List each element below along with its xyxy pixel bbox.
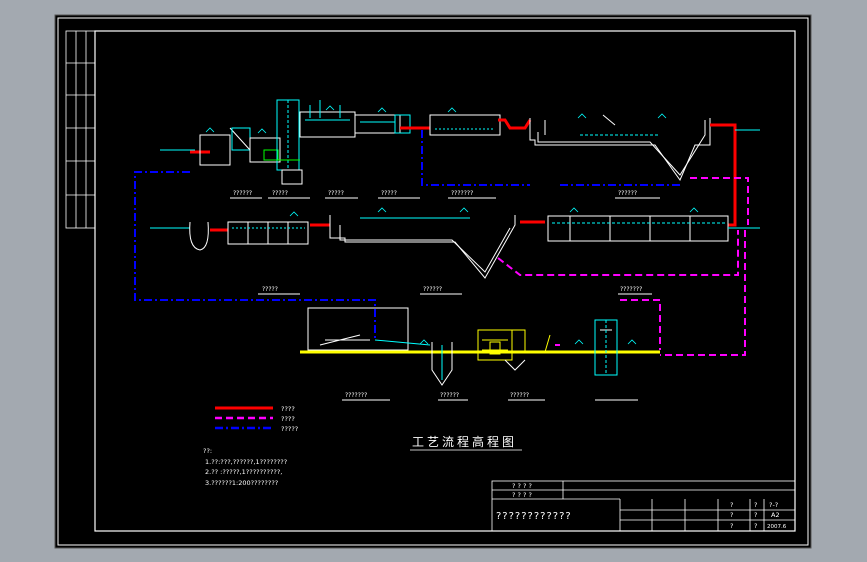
air-lines <box>497 177 749 356</box>
note-line: 2.?? :?????,1??????????, <box>205 468 282 476</box>
top-process-line <box>160 99 760 227</box>
title-cell: ? <box>754 501 757 509</box>
title-cell: ? <box>754 522 757 530</box>
title-block <box>491 480 796 532</box>
process-label: ????? <box>328 190 344 197</box>
project-name: ???????????? <box>496 511 572 522</box>
legend: ???? ???? ????? <box>215 405 298 433</box>
water-lines <box>134 130 680 340</box>
process-label: ?????? <box>423 286 442 293</box>
legend-label: ???? <box>281 415 295 423</box>
designer-row-1: ? ? ? ? <box>512 482 532 490</box>
title-block-text: ? ? ? ? ? ? ? ? ???????????? ? ? ?-? ? ?… <box>496 482 787 530</box>
notes-heading: ??: <box>203 447 212 455</box>
legend-label: ????? <box>281 425 298 433</box>
process-label: ????? <box>272 190 288 197</box>
drawing-background <box>54 14 812 549</box>
process-label: ?????? <box>510 392 529 399</box>
title-cell: 2007.6 <box>767 524 787 530</box>
process-label: ??????? <box>620 286 642 293</box>
process-label-bars: ?????? ????? ????? ????? ??????? ?????? … <box>230 190 660 401</box>
legend-label: ???? <box>281 405 295 413</box>
process-label: ?????? <box>618 190 637 197</box>
process-label: ????? <box>262 286 278 293</box>
left-revision-strip <box>65 30 96 229</box>
title-cell: ? <box>754 511 757 519</box>
title-cell: ?-? <box>769 501 778 509</box>
process-label: ?????? <box>440 392 459 399</box>
elevation-markers <box>205 105 699 345</box>
note-line: 1.??:???,??????,1???????? <box>205 458 287 466</box>
notes: ??: 1.??:???,??????,1???????? 2.?? :????… <box>203 447 287 487</box>
inner-border <box>94 30 796 532</box>
process-label: ????? <box>381 190 397 197</box>
process-label: ??????? <box>451 190 473 197</box>
outer-border <box>57 17 809 546</box>
title-cell: A2 <box>771 511 780 519</box>
title-cell: ? <box>730 501 733 509</box>
process-label: ?????? <box>233 190 252 197</box>
bottom-process-line <box>300 307 660 386</box>
process-label: ??????? <box>345 392 367 399</box>
designer-row-2: ? ? ? ? <box>512 491 532 499</box>
title-cell: ? <box>730 522 733 530</box>
note-line: 3.??????1:200???????? <box>205 479 278 487</box>
drawing-title: 工艺流程高程图 <box>412 434 517 449</box>
title-cell: ? <box>730 511 733 519</box>
middle-process-line <box>150 215 760 279</box>
